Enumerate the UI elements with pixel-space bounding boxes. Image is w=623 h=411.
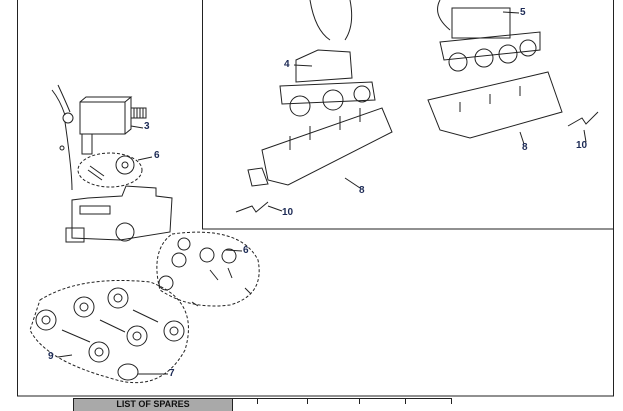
clip-part-10-right xyxy=(567,111,599,127)
table-column-divider xyxy=(405,398,406,404)
callout-8: 8 xyxy=(359,185,365,196)
gear-set-part-6 xyxy=(77,152,143,188)
callout-6-lower: 6 xyxy=(243,245,249,256)
table-column-divider xyxy=(257,398,258,404)
callout-8-right: 8 xyxy=(522,142,528,153)
gear-set-part-6-lower xyxy=(156,231,260,307)
bogie-frame-part-8-right xyxy=(427,71,563,139)
wheelset-group-part-9 xyxy=(29,280,189,384)
callout-6: 6 xyxy=(154,150,160,161)
outer-frame xyxy=(17,0,614,397)
callout-9: 9 xyxy=(48,351,54,362)
callout-4: 4 xyxy=(284,59,290,70)
callout-7: 7 xyxy=(169,368,175,379)
table-column-divider xyxy=(451,398,452,404)
spares-table-top-border xyxy=(231,398,451,399)
callout-10-right: 10 xyxy=(576,140,588,151)
spares-table-header: LIST OF SPARES xyxy=(73,398,233,411)
motor-part-3 xyxy=(51,84,147,191)
callout-5: 5 xyxy=(520,7,526,18)
table-column-divider xyxy=(307,398,308,404)
bogie-part-4 xyxy=(279,0,376,117)
callout-10: 10 xyxy=(282,207,294,218)
inner-frame xyxy=(202,0,614,230)
table-column-divider xyxy=(359,398,360,404)
bogie-part-5 xyxy=(437,0,541,72)
chassis-block xyxy=(65,185,173,243)
leader-lines xyxy=(57,11,587,375)
clip-part-10 xyxy=(235,201,269,213)
callout-3: 3 xyxy=(144,121,150,132)
bogie-frame-part-8 xyxy=(247,107,393,187)
